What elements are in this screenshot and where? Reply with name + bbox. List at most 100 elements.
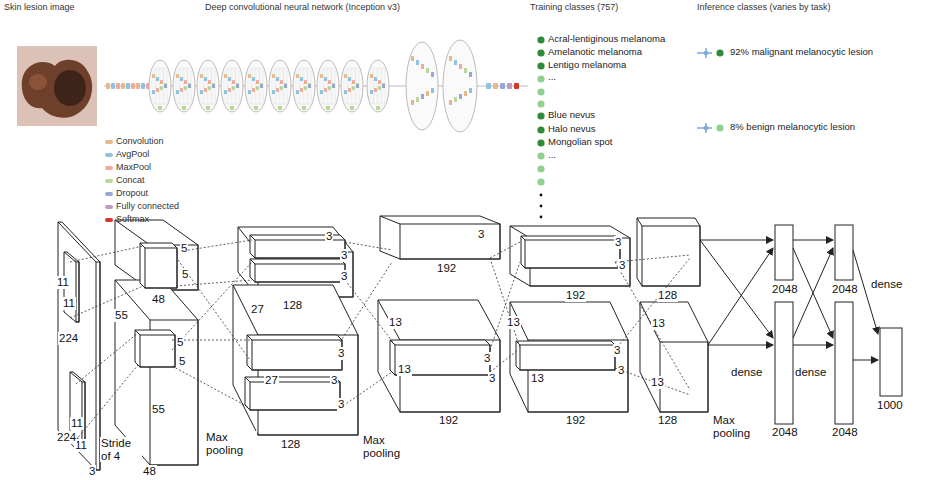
legend-item: MaxPool xyxy=(105,163,151,173)
ellipsis-dot xyxy=(540,216,543,219)
module-branch xyxy=(370,68,373,104)
module-layer xyxy=(378,80,381,84)
module-concat xyxy=(302,106,306,110)
module-branch xyxy=(212,68,215,104)
module-layer xyxy=(156,77,159,81)
conv4-block xyxy=(510,226,630,286)
conv5-block-face xyxy=(660,342,708,412)
flow-arrow xyxy=(700,240,773,241)
inception-module xyxy=(341,60,363,112)
module-layer xyxy=(204,88,207,92)
conv1-kernel-face xyxy=(140,335,175,367)
dimension-label: dense xyxy=(730,366,763,379)
module-layer xyxy=(416,60,419,65)
module-layer xyxy=(208,80,211,84)
net-head-block xyxy=(486,83,491,89)
module-layer xyxy=(382,84,385,88)
module-layer xyxy=(370,90,373,94)
dimension-label: 128 xyxy=(280,438,301,451)
module-layer xyxy=(304,80,307,84)
inception-module-large xyxy=(406,42,438,130)
conv1-kernel xyxy=(140,243,177,288)
inception-module xyxy=(149,60,171,112)
module-branch xyxy=(308,68,311,104)
module-branch xyxy=(248,68,251,104)
module-layer xyxy=(224,74,227,78)
module-layer xyxy=(188,84,191,88)
inference-dot xyxy=(716,49,723,56)
net-stem-block xyxy=(116,83,120,89)
module-branch xyxy=(232,68,235,104)
module-layer xyxy=(320,90,323,94)
inference-node xyxy=(704,51,708,55)
conv4-kernel-face xyxy=(520,345,615,370)
conv2-kernel xyxy=(250,259,345,282)
module-layer xyxy=(152,74,155,78)
module-branch xyxy=(276,68,279,104)
module-layer xyxy=(378,86,381,90)
module-layer xyxy=(248,74,251,78)
conv3-block xyxy=(380,216,500,259)
conv2-block xyxy=(233,285,358,435)
module-branch xyxy=(374,68,377,104)
dimension-label: 48 xyxy=(142,465,157,478)
class-dot xyxy=(537,100,544,107)
class-dot xyxy=(537,49,544,56)
dimension-label: 3 xyxy=(88,465,96,478)
module-layer xyxy=(374,88,377,92)
conv4-kernel-face xyxy=(525,240,620,268)
conv2-kernel-edge xyxy=(247,335,252,340)
dense-layer xyxy=(775,302,793,424)
module-layer xyxy=(454,97,457,102)
module-branch xyxy=(252,68,255,104)
net-head-block xyxy=(514,83,519,89)
class-label: 92% malignant melanocytic lesion xyxy=(730,47,873,57)
flow-arrow xyxy=(853,360,878,361)
net-stem-block xyxy=(141,83,145,89)
module-layer xyxy=(188,83,191,87)
dense-layer xyxy=(835,302,853,424)
module-layer xyxy=(176,74,179,78)
conv1-kernel-edge xyxy=(135,330,140,335)
module-layer xyxy=(469,88,472,93)
dimension-label: 3 xyxy=(477,228,485,241)
module-layer xyxy=(348,88,351,92)
dimension-label: 13 xyxy=(388,316,403,329)
receptive-field-line xyxy=(615,368,690,395)
class-label: Mongolian spot xyxy=(548,137,612,147)
module-concat xyxy=(182,106,186,110)
conv2-kernel-face xyxy=(252,340,342,370)
dimension-label: 128 xyxy=(282,299,303,312)
dimension-label: 3 xyxy=(337,398,345,411)
class-dot xyxy=(537,178,544,185)
module-branch xyxy=(304,68,307,104)
module-layer xyxy=(332,84,335,88)
net-stem-block xyxy=(131,83,135,89)
dimension-label: Stride of 4 xyxy=(100,437,142,462)
module-layer xyxy=(344,90,347,94)
module-layer xyxy=(328,86,331,90)
flow-arrow xyxy=(700,240,773,338)
inception-module xyxy=(221,60,243,112)
dimension-label: Max pooling xyxy=(362,434,414,459)
section-heading: Skin lesion image xyxy=(4,3,75,13)
module-layer xyxy=(260,83,263,87)
dimension-label: 3 xyxy=(614,236,622,249)
module-layer xyxy=(228,88,231,92)
module-branch xyxy=(352,68,355,104)
dimension-label: 3 xyxy=(483,352,491,365)
conv5-block-edge xyxy=(637,218,642,226)
module-layer xyxy=(459,64,462,69)
module-layer xyxy=(184,86,187,90)
module-branch xyxy=(382,68,385,104)
module-layer xyxy=(248,90,251,94)
dimension-label: 55 xyxy=(114,309,129,322)
lesion-dark xyxy=(54,70,86,106)
legend-swatch xyxy=(105,205,113,209)
module-layer xyxy=(232,86,235,90)
conv5-block xyxy=(637,218,700,286)
module-layer xyxy=(156,88,159,92)
dimension-label: 5 xyxy=(181,268,189,281)
net-head-block xyxy=(493,83,498,89)
module-branch xyxy=(296,68,299,104)
